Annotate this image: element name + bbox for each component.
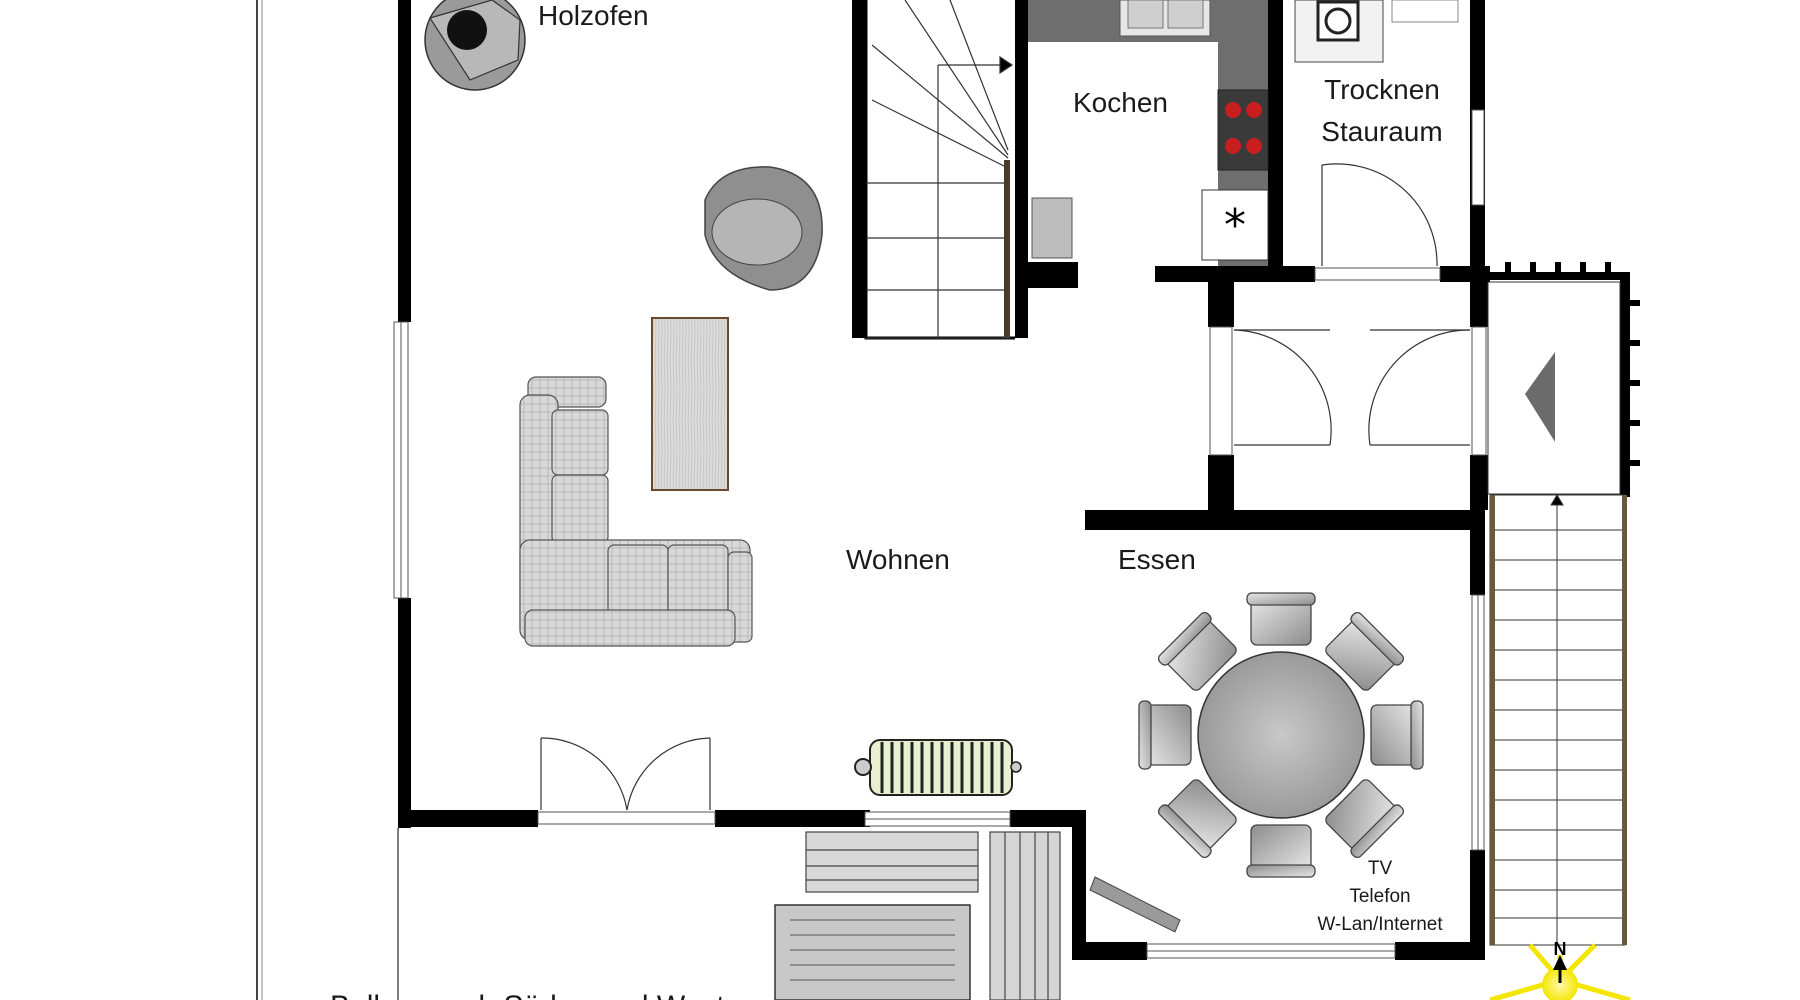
room-label-wohnen: Wohnen (846, 544, 950, 575)
fridge-icon: * (1201, 189, 1269, 261)
balcony-bench-icon (805, 831, 979, 893)
info-label-telefon: Telefon (1349, 886, 1410, 907)
radiator-icon (854, 739, 1022, 796)
dining-chair-icon (1246, 592, 1316, 646)
dining-chair-icon (1246, 824, 1316, 878)
dining-chair-icon (1138, 700, 1192, 770)
dining-chair-icon (1325, 779, 1405, 859)
sofa-side-table-icon (1089, 876, 1181, 933)
armchair-icon (704, 166, 823, 291)
external-staircase (1489, 494, 1627, 946)
balcony-railing-west (256, 0, 263, 1000)
info-label-wlan: W-Lan/Internet (1317, 914, 1443, 935)
info-label-tv: TV (1368, 858, 1393, 879)
kitchen-bin (1031, 197, 1073, 259)
room-label-holzofen: Holzofen (538, 0, 649, 31)
dining-chair-icon (1157, 611, 1237, 691)
entrance-arrow-icon (1525, 352, 1555, 442)
coffee-table-icon (651, 317, 729, 491)
dining-chair-icon (1157, 779, 1237, 859)
dining-set-icon (1138, 592, 1424, 878)
balcony-caption: Balkon nach Süden und Westen (330, 990, 758, 1000)
svg-text:*: * (1224, 200, 1246, 251)
balcony-lounger-icon (989, 831, 1061, 1000)
room-label-essen: Essen (1118, 544, 1196, 575)
sectional-sofa-icon (519, 376, 753, 647)
room-label-stauraum: Stauraum (1321, 116, 1442, 147)
dining-table-icon (1197, 651, 1365, 819)
compass-north-label: N (1554, 939, 1567, 959)
dining-chair-icon (1370, 700, 1424, 770)
wood-stove-icon (424, 0, 526, 91)
room-label-kochen: Kochen (1073, 87, 1168, 118)
doors (540, 163, 1471, 811)
washing-machine-icon (1294, 0, 1384, 63)
door-frames (1209, 267, 1487, 456)
stove-icon (1217, 89, 1269, 171)
sink-icon (1119, 0, 1211, 37)
internal-staircase (864, 0, 1015, 340)
entrance-landing-railing (1505, 262, 1640, 466)
room-label-trocknen: Trocknen (1324, 74, 1440, 105)
balcony-table-icon (774, 904, 971, 1000)
walls (398, 0, 1630, 960)
dryer-icon (1391, 0, 1459, 23)
dining-chair-icon (1325, 611, 1405, 691)
compass-icon: N (1489, 939, 1631, 1000)
windows (393, 109, 1485, 959)
